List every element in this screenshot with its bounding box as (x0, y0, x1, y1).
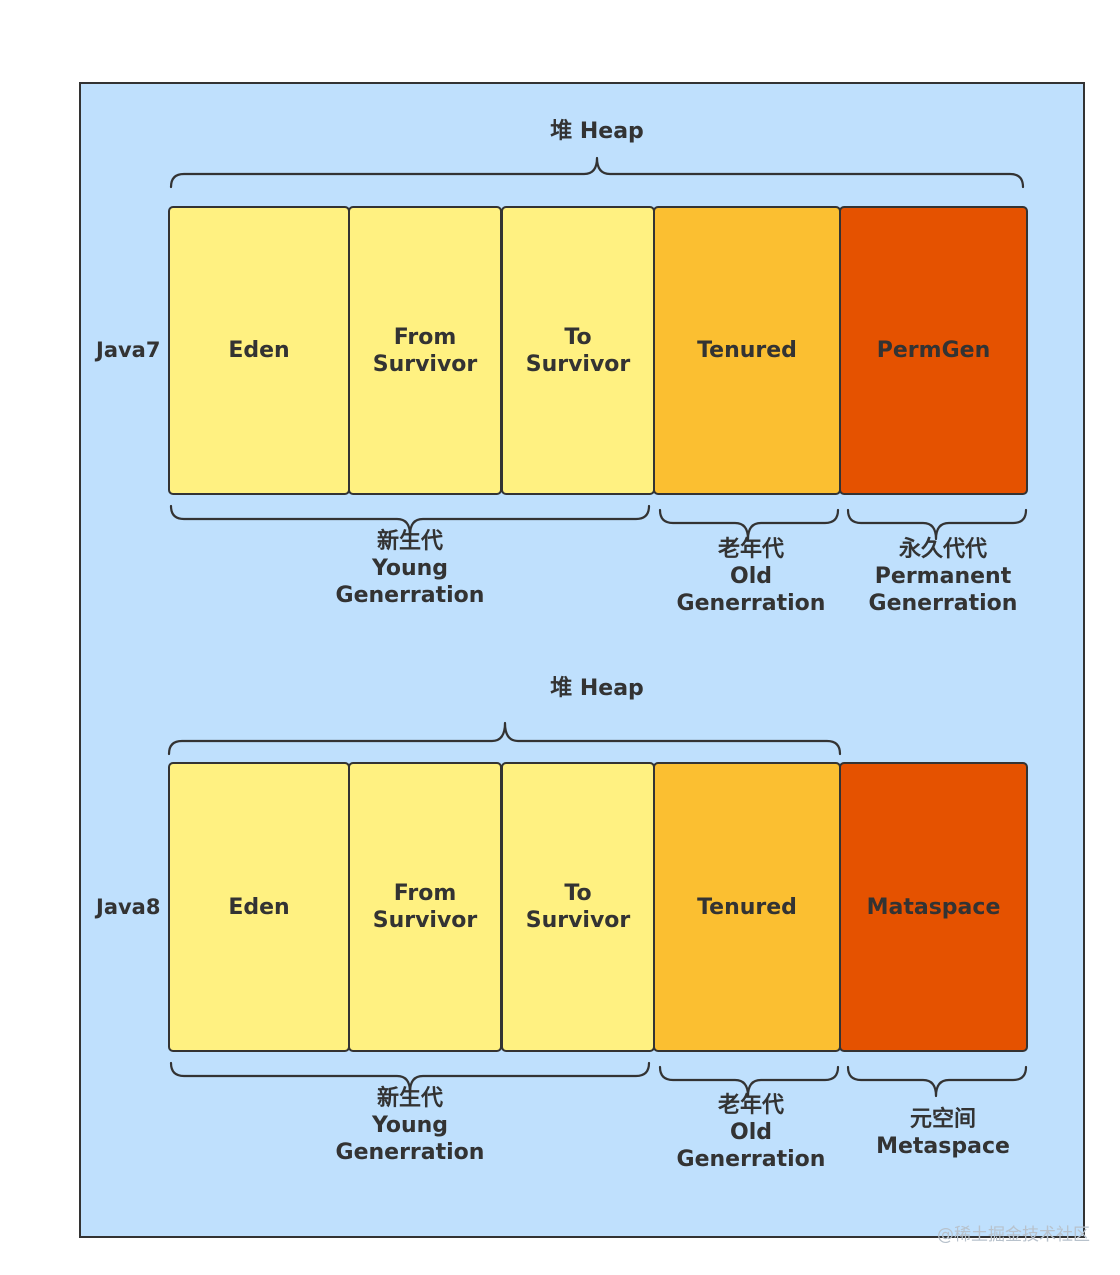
java7-heap-label: 堆 Heap (550, 119, 644, 144)
java8-to-survivor-box: To Survivor (501, 762, 655, 1052)
java7-eden-box: Eden (168, 206, 350, 495)
java7-permanent-generation-label: 永久代代 Permanent Generration (868, 537, 1018, 616)
java8-old-brace (658, 1065, 840, 1098)
java7-row-label: Java7 (96, 338, 161, 362)
java8-metaspace-brace (846, 1065, 1028, 1098)
watermark: @稀土掘金技术社区 (937, 1225, 1090, 1245)
java8-heap-label: 堆 Heap (550, 676, 644, 701)
java7-to-survivor-box: To Survivor (501, 206, 655, 495)
java7-from-survivor-box: From Survivor (348, 206, 502, 495)
java7-young-generation-label: 新生代 Young Generration (335, 529, 485, 608)
java7-young-brace (169, 504, 651, 537)
java8-eden-box: Eden (168, 762, 350, 1052)
java8-heap-brace (167, 721, 842, 756)
java8-young-generation-label: 新生代 Young Generration (335, 1086, 485, 1165)
java8-metaspace-box: Mataspace (839, 762, 1028, 1052)
java7-permgen-box: PermGen (839, 206, 1028, 495)
java7-heap-brace (169, 156, 1025, 189)
java8-from-survivor-box: From Survivor (348, 762, 502, 1052)
java8-metaspace-label: 元空间 Metaspace (876, 1107, 1010, 1159)
java7-old-generation-label: 老年代 Old Generration (676, 537, 826, 616)
java8-row-label: Java8 (96, 895, 161, 919)
java7-tenured-box: Tenured (653, 206, 841, 495)
java7-old-brace (658, 508, 840, 541)
java8-old-generation-label: 老年代 Old Generration (676, 1093, 826, 1172)
java8-young-brace (169, 1061, 651, 1094)
java8-tenured-box: Tenured (653, 762, 841, 1052)
java7-permanent-brace (846, 508, 1028, 541)
